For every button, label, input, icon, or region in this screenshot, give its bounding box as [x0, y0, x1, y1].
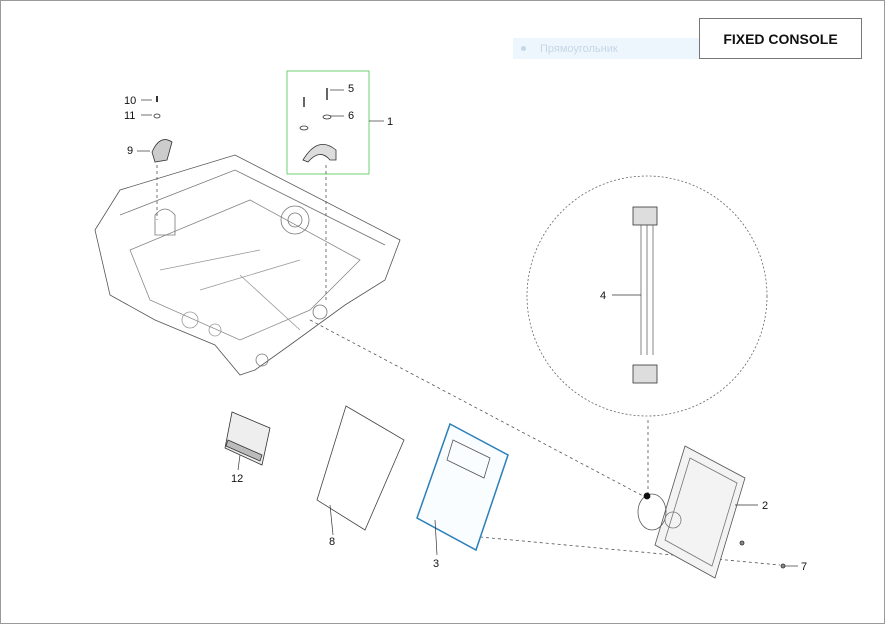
page-title: FIXED CONSOLE [699, 18, 862, 59]
callout-9: 9 [127, 145, 133, 157]
base-frame-part[interactable] [94, 154, 401, 376]
callout-8: 8 [329, 536, 335, 548]
cap-part[interactable] [224, 411, 271, 466]
wire-harness-part[interactable] [632, 206, 658, 384]
callout-4: 4 [600, 290, 606, 302]
bracket-part-9[interactable] [151, 96, 173, 163]
callout-11: 11 [124, 110, 135, 122]
callout-7: 7 [801, 561, 807, 573]
bullet-icon [521, 46, 526, 51]
callout-1: 1 [387, 116, 393, 128]
callout-3: 3 [433, 558, 439, 570]
callout-10: 10 [124, 95, 136, 107]
callout-2: 2 [762, 500, 768, 512]
callout-12: 12 [231, 473, 243, 485]
callout-5: 5 [348, 83, 354, 95]
screw-part[interactable] [739, 540, 745, 546]
callout-6: 6 [348, 110, 354, 122]
leader-lines [156, 165, 781, 566]
cover-sheet-part[interactable] [316, 405, 405, 531]
shape-tooltip: Прямоугольник [513, 38, 713, 59]
clamp-part[interactable] [299, 88, 337, 163]
screw-part-7[interactable] [780, 563, 786, 569]
display-panel-part[interactable] [416, 422, 509, 552]
detail-circle [526, 175, 768, 417]
part-group-highlight[interactable] [286, 70, 370, 175]
tooltip-text: Прямоугольник [540, 42, 618, 55]
console-housing-part[interactable] [637, 445, 746, 579]
